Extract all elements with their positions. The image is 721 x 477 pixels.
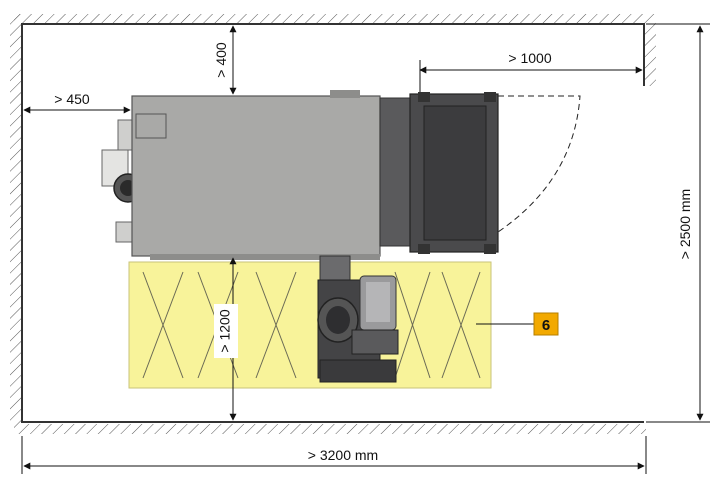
- motor-fins: [366, 282, 390, 322]
- feed-base: [319, 359, 397, 383]
- boiler-dark-section: [379, 97, 411, 247]
- callout-badge: [533, 312, 559, 336]
- boiler-panel: [135, 113, 167, 139]
- dim-label-top: > 400: [213, 42, 229, 78]
- top-wall-hatch: [14, 14, 644, 24]
- boiler-unit: [101, 90, 581, 260]
- burner-door: [423, 105, 487, 241]
- dim-label-width: > 3200 mm: [308, 447, 378, 463]
- bottom-wall-hatch: [14, 424, 646, 434]
- boiler-body: [131, 95, 381, 257]
- feed-port-inner: [326, 306, 350, 334]
- left-wall-hatch: [10, 14, 22, 424]
- callout-number: 6: [542, 317, 550, 334]
- hinge-top-left: [418, 92, 430, 102]
- boiler-lower-fitting: [115, 221, 133, 243]
- boiler-left-fitting: [117, 119, 133, 151]
- room-walls: [10, 14, 656, 434]
- service-area-x-marks: [142, 271, 481, 379]
- hinge-bottom-left: [418, 244, 430, 254]
- boiler-top-fitting: [330, 90, 360, 98]
- dim-label-front: > 1200: [217, 309, 233, 352]
- service-area-fill: [128, 261, 492, 389]
- boiler-base: [150, 254, 380, 260]
- right-wall-hatch: [644, 14, 656, 86]
- door-swing-arc: [497, 95, 581, 233]
- feed-unit: [317, 255, 399, 383]
- hinge-top-right: [484, 92, 496, 102]
- wall-outline: [21, 23, 645, 423]
- dim-label-right: > 1000: [508, 50, 551, 66]
- feed-neck: [319, 255, 351, 281]
- service-area: [128, 261, 492, 389]
- dim-label-left: > 450: [54, 91, 90, 107]
- dim-label-front-bg: [214, 304, 238, 358]
- dim-label-depth: > 2500 mm: [677, 189, 693, 259]
- gearbox: [351, 329, 399, 355]
- hinge-bottom-right: [484, 244, 496, 254]
